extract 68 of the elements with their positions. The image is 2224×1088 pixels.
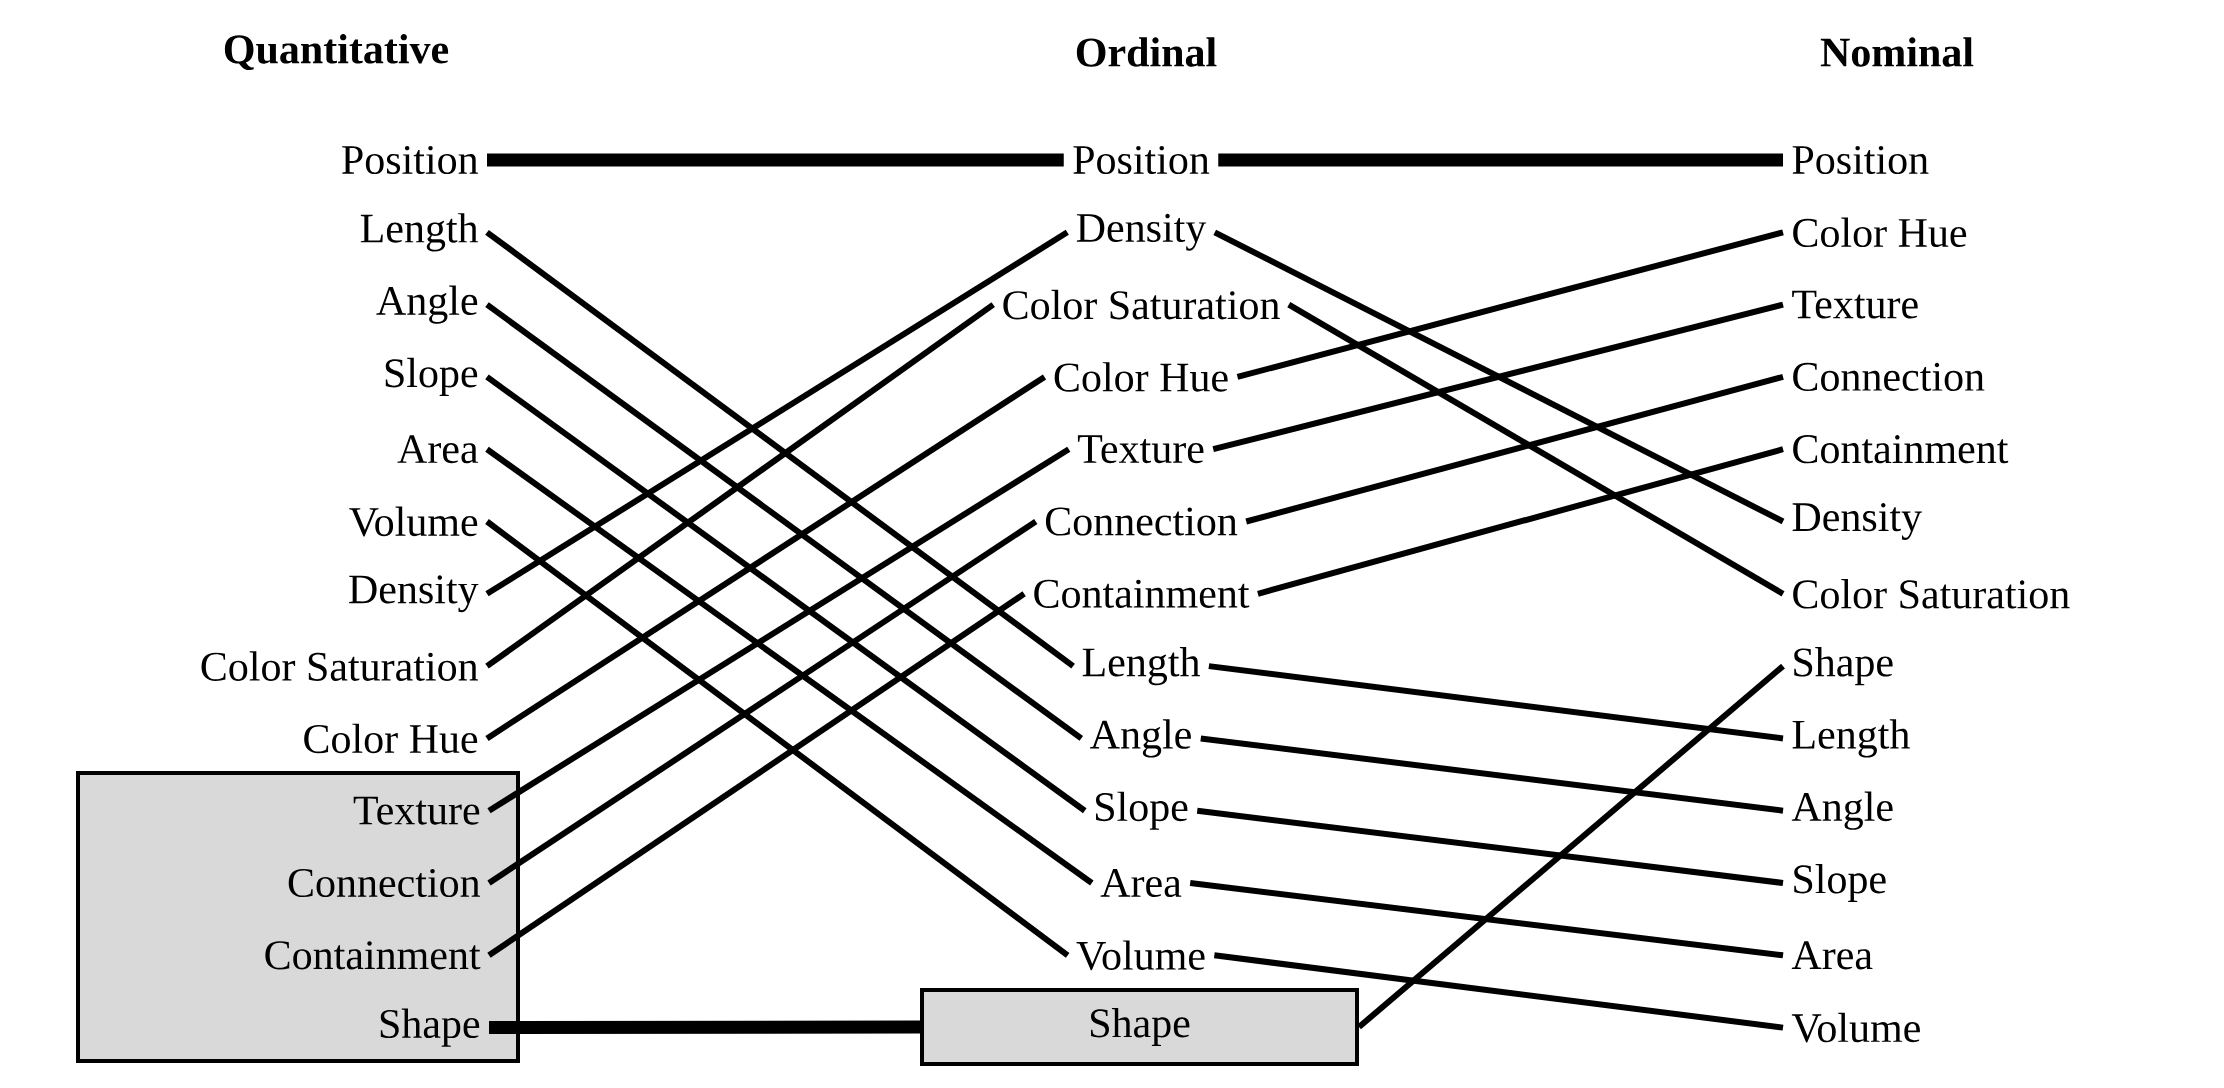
term-label: Texture — [344, 792, 489, 829]
term-label: Color Hue — [1054, 362, 1228, 392]
connecting-line — [1218, 153, 1783, 167]
connecting-line — [1236, 229, 1784, 380]
connecting-line — [487, 446, 1071, 814]
term-label: Shape — [1794, 647, 1893, 686]
connecting-line — [485, 229, 1069, 597]
connecting-line — [485, 374, 1087, 814]
connecting-line — [1357, 663, 1785, 1030]
connecting-line — [489, 1020, 921, 1035]
term-label: Area — [1100, 868, 1182, 898]
term-label: Color Saturation — [1793, 579, 2070, 609]
connecting-line — [1200, 735, 1784, 814]
term-label: Color Hue — [1793, 217, 1967, 248]
connecting-line — [485, 229, 1075, 669]
term-label: Texture — [1792, 290, 1918, 319]
connecting-line — [485, 374, 1047, 741]
term-label: Connection — [1045, 507, 1238, 536]
term-label: Slope — [1096, 791, 1188, 830]
term-label: Angle — [376, 285, 478, 324]
term-label: Containment — [255, 937, 489, 974]
term-label: Angle — [1791, 791, 1893, 830]
term-label: Slope — [1794, 863, 1886, 903]
connecting-line — [1212, 301, 1784, 453]
term-label: Density — [1792, 503, 1922, 540]
term-label: Position — [1792, 145, 1929, 175]
connecting-line — [1245, 374, 1784, 525]
term-label: Density — [1076, 213, 1207, 251]
term-label: Angle — [1090, 719, 1191, 758]
term-label: Slope — [385, 357, 478, 396]
term-label: Connection — [1793, 362, 1985, 391]
term-label: Color Saturation — [201, 651, 478, 681]
term-label: Color Saturation — [1003, 289, 1280, 320]
term-label: Containment — [1034, 579, 1250, 608]
connecting-line — [485, 446, 1094, 886]
term-label: Texture — [1077, 435, 1204, 464]
term-label: Length — [360, 213, 479, 252]
column-heading: Ordinal — [1076, 37, 1217, 67]
connecting-line — [1213, 229, 1785, 525]
connecting-line — [1189, 880, 1784, 959]
term-label: Length — [1082, 647, 1200, 686]
connecting-line — [485, 519, 1070, 958]
connecting-line — [485, 302, 1084, 741]
term-label: Volume — [1791, 1012, 1920, 1043]
connecting-line — [487, 519, 1038, 886]
connecting-line — [1257, 446, 1784, 597]
connecting-line — [487, 153, 1064, 167]
term-label: Volume — [1076, 940, 1205, 971]
term-label: Connection — [278, 864, 489, 902]
shaded-cell: Shape — [920, 988, 1359, 1066]
term-label: Position — [1073, 145, 1210, 175]
connecting-line — [487, 591, 1026, 958]
term-label: Position — [342, 145, 478, 175]
connecting-line — [1213, 952, 1784, 1031]
term-label: Area — [1791, 941, 1873, 970]
term-label: Containment — [1793, 435, 2009, 464]
term-label: Area — [397, 435, 479, 464]
connecting-line — [485, 302, 995, 669]
connecting-line — [1196, 807, 1784, 886]
term-label: Density — [349, 575, 479, 613]
term-label: Color Hue — [304, 723, 478, 754]
connecting-line — [1208, 663, 1784, 742]
column-heading: Quantitative — [224, 34, 449, 70]
term-label: Volume — [349, 506, 478, 537]
column-heading: Nominal — [1820, 37, 1974, 67]
term-label: Shape — [369, 1004, 489, 1051]
connecting-line — [1287, 302, 1785, 597]
term-label: Length — [1792, 719, 1910, 758]
